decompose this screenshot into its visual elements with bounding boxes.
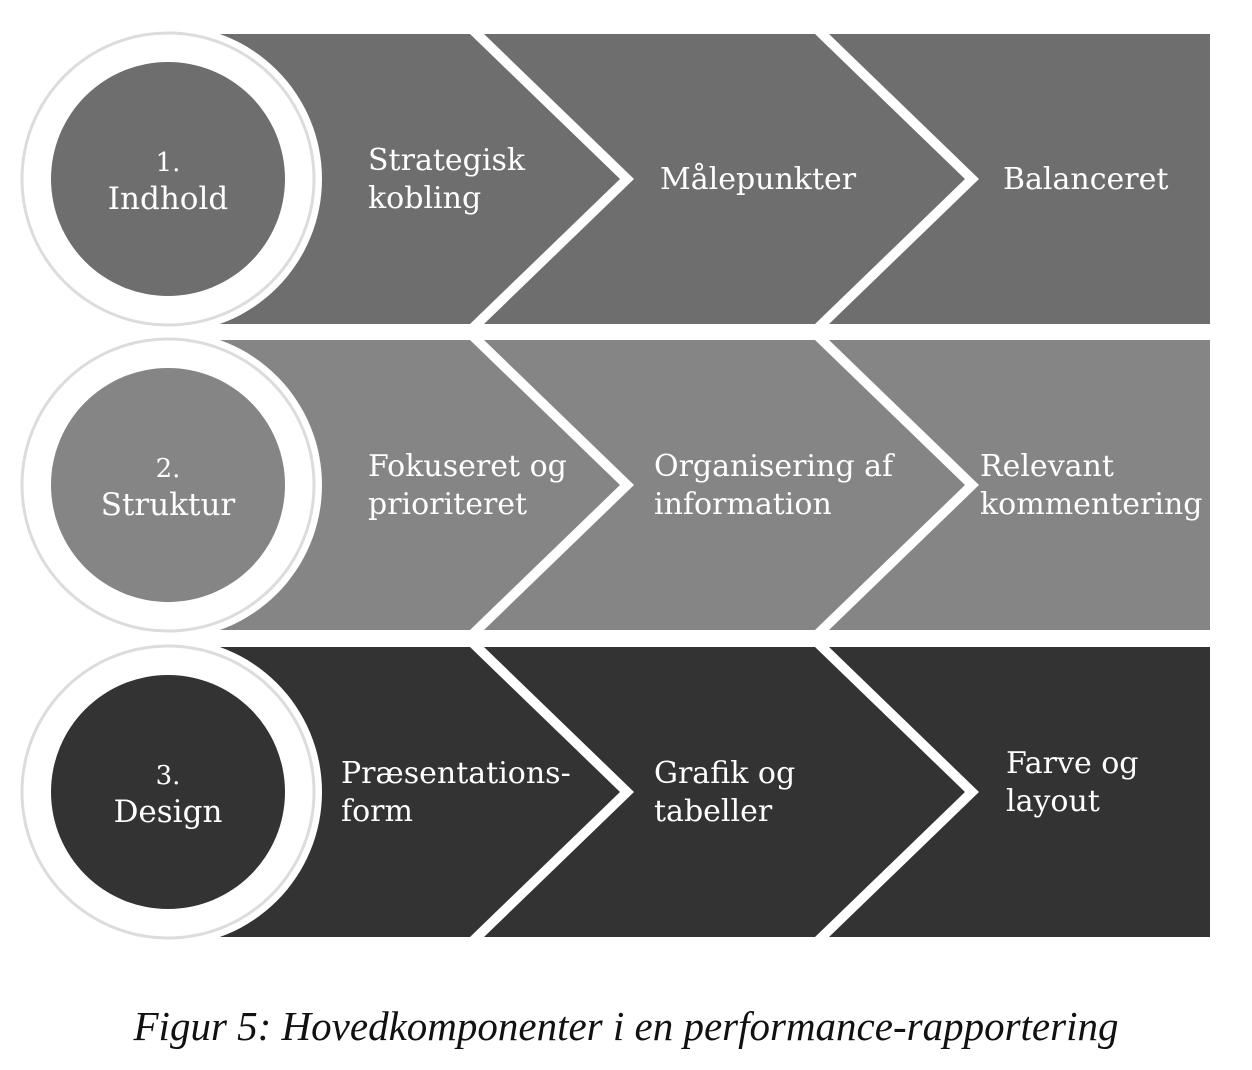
circle-1 <box>51 62 285 296</box>
circle-outer-ring <box>20 337 316 633</box>
step-line: kommentering <box>980 487 1202 522</box>
step-1-3: Balanceret <box>1003 162 1168 197</box>
circle-title: Struktur <box>101 487 236 523</box>
circle-label: 3.Design <box>114 761 223 830</box>
circle-label: 1.Indhold <box>108 148 228 217</box>
step-line: Målepunkter <box>660 162 857 197</box>
circle-number: 2. <box>156 454 181 484</box>
step-line: Organisering af <box>654 449 895 484</box>
step-line: layout <box>1006 784 1100 819</box>
step-line: kobling <box>368 181 481 216</box>
circle-number: 1. <box>156 148 181 178</box>
step-line: Balanceret <box>1003 162 1168 197</box>
row-band <box>210 647 1210 937</box>
step-3-1: Præsentations-form <box>341 756 571 829</box>
step-1-2: Målepunkter <box>660 162 857 197</box>
row-band <box>210 34 1210 324</box>
circle-title: Indhold <box>108 181 228 217</box>
circle-3 <box>51 675 285 909</box>
step-line: Strategisk <box>368 143 526 178</box>
circle-title: Design <box>114 794 223 830</box>
step-line: Relevant <box>980 449 1114 484</box>
circle-outer-ring <box>20 31 316 327</box>
step-line: information <box>654 487 832 522</box>
step-line: Præsentations- <box>341 756 571 791</box>
figure-caption: Figur 5: Hovedkomponenter i en performan… <box>133 1003 1119 1049</box>
circle-2 <box>51 368 285 602</box>
step-line: tabeller <box>654 794 773 829</box>
circle-outer-ring <box>20 644 316 940</box>
circle-number: 3. <box>156 761 181 791</box>
step-line: Grafik og <box>654 756 795 791</box>
step-line: prioriteret <box>368 487 527 522</box>
circle-label: 2.Struktur <box>101 454 236 523</box>
row-band <box>210 340 1210 630</box>
step-line: form <box>341 794 413 829</box>
step-line: Fokuseret og <box>368 449 567 484</box>
step-line: Farve og <box>1006 746 1139 781</box>
